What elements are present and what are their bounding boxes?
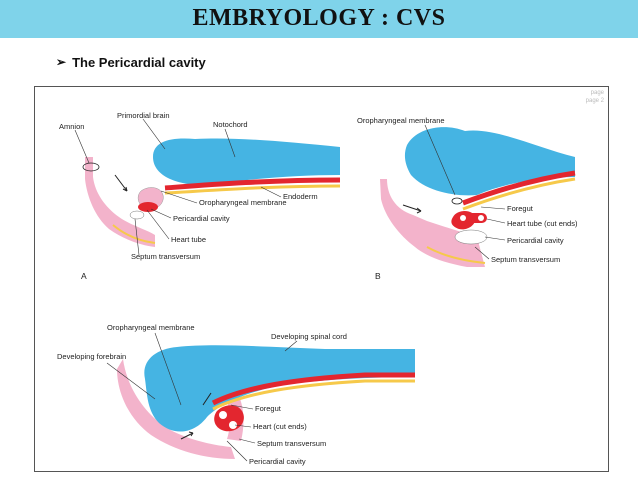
label-pericardial-cavity-a: Pericardial cavity: [173, 214, 230, 223]
label-primordial-brain: Primordial brain: [117, 111, 170, 120]
panel-b-letter: B: [375, 271, 381, 281]
panel-b-drawing: [380, 124, 576, 267]
label-notochord: Notochord: [213, 120, 248, 129]
label-oropharyngeal-membrane-a: Oropharyngeal membrane: [199, 198, 287, 207]
slide-title: EMBRYOLOGY : CVS: [192, 5, 446, 31]
label-pericardial-cavity-c: Pericardial cavity: [249, 457, 306, 466]
label-septum-transversum-a: Septum transversum: [131, 252, 200, 261]
label-foregut-b: Foregut: [507, 204, 534, 213]
label-oropharyngeal-membrane-c: Oropharyngeal membrane: [107, 323, 195, 332]
label-heart-tube-cut-ends: Heart tube (cut ends): [507, 219, 578, 228]
page-ref-1: page: [590, 90, 604, 96]
label-heart-tube: Heart tube: [171, 235, 206, 244]
label-septum-transversum-b: Septum transversum: [491, 255, 560, 264]
label-heart-cut-ends: Heart (cut ends): [253, 422, 307, 431]
label-septum-transversum-c: Septum transversum: [257, 439, 326, 448]
panel-a-letter: A: [81, 271, 87, 281]
label-foregut-c: Foregut: [255, 404, 282, 413]
label-endoderm: Endoderm: [283, 192, 318, 201]
panel-c-drawing: [106, 332, 415, 462]
figure-illustration: Amnion Primordial brain Notochord Endode…: [57, 111, 578, 466]
label-oropharyngeal-membrane-b: Oropharyngeal membrane: [357, 116, 445, 125]
page-ref-2: page 2: [585, 98, 604, 104]
label-amnion: Amnion: [59, 122, 84, 131]
bullet-item: ➢ The Pericardial cavity: [56, 52, 206, 72]
bullet-text: The Pericardial cavity: [72, 54, 206, 70]
arrow-bullet-icon: ➢: [56, 55, 67, 69]
panel-a-drawing: [74, 118, 341, 256]
title-bar: EMBRYOLOGY : CVS: [0, 0, 638, 38]
embryology-figure: page page 2: [34, 86, 609, 472]
label-developing-forebrain: Developing forebrain: [57, 352, 126, 361]
label-developing-spinal-cord: Developing spinal cord: [271, 332, 347, 341]
label-pericardial-cavity-b: Pericardial cavity: [507, 236, 564, 245]
